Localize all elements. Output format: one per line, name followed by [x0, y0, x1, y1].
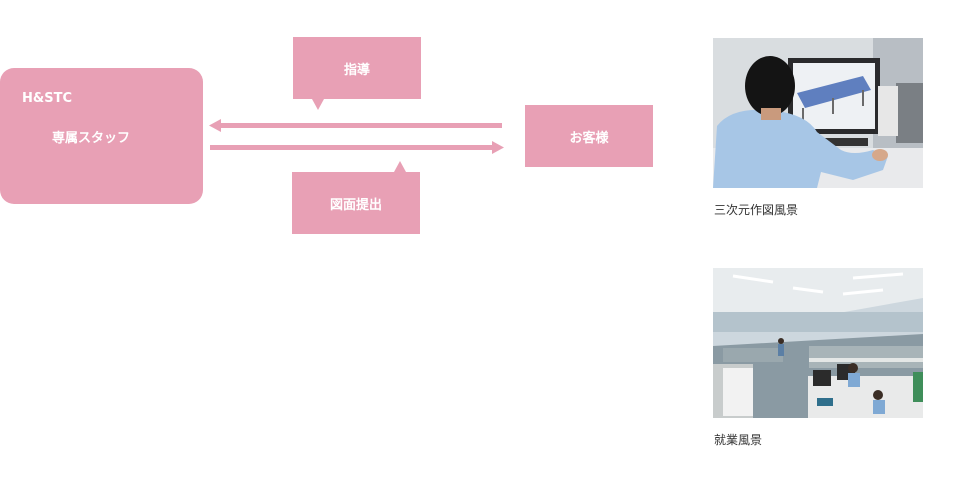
staff-org-label: H&STC — [22, 91, 72, 106]
drawing-submission-bubble: 図面提出 — [292, 172, 420, 234]
3d-drafting-photo — [713, 38, 923, 188]
office-work-caption: 就業風景 — [714, 433, 763, 447]
staff-role-label: 専属スタッフ — [52, 131, 131, 146]
guidance-bubble-tail — [312, 99, 324, 110]
staff-box — [0, 68, 203, 204]
arrow-to-staff — [209, 119, 502, 132]
arrow-to-customer — [210, 141, 504, 154]
submit-bubble-tail — [394, 161, 406, 172]
drawing-submission-label: 図面提出 — [329, 197, 382, 213]
3d-drafting-caption: 三次元作図風景 — [714, 203, 799, 217]
office-work-photo — [713, 268, 923, 418]
exchange-arrows — [209, 119, 504, 154]
guidance-bubble: 指導 — [293, 37, 421, 99]
customer-label: お客様 — [569, 130, 609, 146]
customer-box: お客様 — [525, 105, 653, 167]
guidance-label: 指導 — [343, 62, 370, 78]
